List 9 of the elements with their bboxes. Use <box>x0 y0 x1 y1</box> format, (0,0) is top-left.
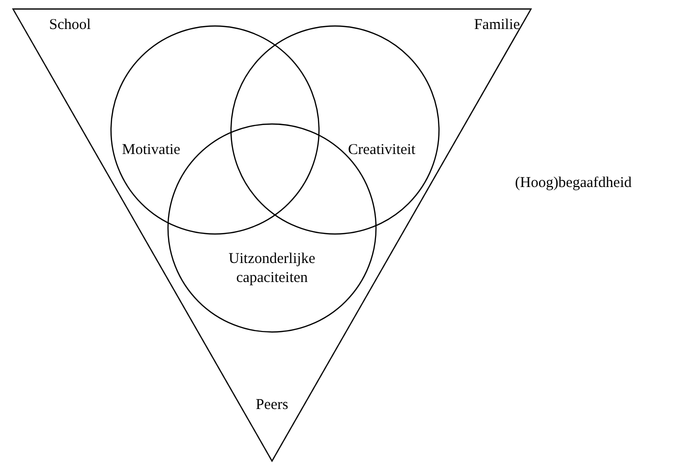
circle-label: Motivatie <box>122 141 182 160</box>
venn-circle <box>230 25 440 235</box>
context-label: Familie <box>473 16 521 35</box>
context-label: School <box>48 16 92 35</box>
diagram-label: (Hoog)begaafdheid <box>515 174 632 193</box>
venn-circle <box>110 25 320 235</box>
circle-label: Uitzonderlijke capaciteiten <box>228 250 316 288</box>
circle-label: Creativiteit <box>348 141 416 160</box>
context-label: Peers <box>254 396 290 415</box>
